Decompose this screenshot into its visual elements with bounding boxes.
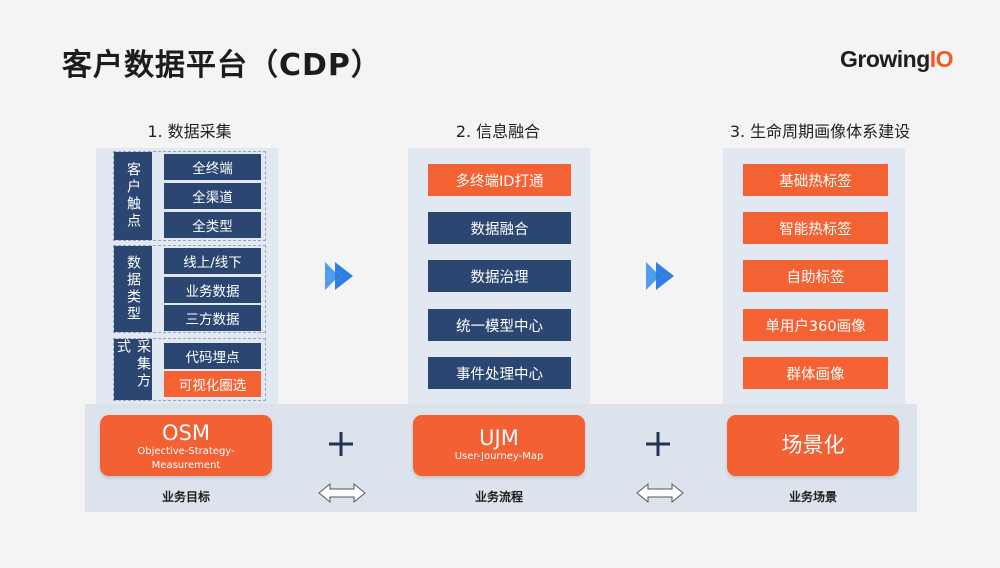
collection-item: 全类型 <box>164 212 261 238</box>
group-label: 客户触点 <box>114 152 152 240</box>
fusion-item: 数据治理 <box>428 260 571 292</box>
column-title-collection: 1. 数据采集 <box>147 122 232 141</box>
collection-item: 三方数据 <box>164 305 261 331</box>
group-label: 采集方式 <box>114 339 152 400</box>
collection-item: 线上/线下 <box>164 248 261 274</box>
scene-caption: 业务场景 <box>788 490 837 504</box>
ujm-subtitle: User-Journey-Map <box>454 451 544 462</box>
group-data-types: 数据类型 线上/线下 业务数据 三方数据 <box>113 245 266 333</box>
double-arrow-icon <box>318 482 366 504</box>
osm-subtitle-line1: Objective-Strategy- <box>137 446 235 457</box>
column-title-portrait: 3. 生命周期画像体系建设 <box>729 122 911 141</box>
double-chevron-right-icon <box>325 262 353 290</box>
portrait-item: 群体画像 <box>743 357 888 389</box>
logo-text: Growing <box>840 46 930 72</box>
collection-item: 代码埋点 <box>164 343 261 369</box>
osm-box: OSM Objective-Strategy- Measurement <box>100 415 272 476</box>
osm-caption: 业务目标 <box>161 490 210 504</box>
fusion-item: 数据融合 <box>428 212 571 244</box>
portrait-item: 单用户360画像 <box>743 309 888 341</box>
portrait-item: 基础热标签 <box>743 164 888 196</box>
page-title: 客户数据平台（CDP） <box>62 48 382 83</box>
plus-icon <box>646 432 670 456</box>
growingio-logo: GrowingIO <box>840 46 954 73</box>
group-label: 数据类型 <box>114 246 152 332</box>
collection-item-highlight: 可视化圈选 <box>164 371 261 397</box>
osm-subtitle-line2: Measurement <box>151 460 221 471</box>
fusion-item: 多终端ID打通 <box>428 164 571 196</box>
group-customer-touchpoints: 客户触点 全终端 全渠道 全类型 <box>113 151 266 241</box>
column-title-fusion: 2. 信息融合 <box>455 122 541 141</box>
ujm-box: UJM User-Journey-Map <box>413 415 585 476</box>
double-chevron-right-icon <box>646 262 674 290</box>
osm-title: OSM <box>162 421 210 445</box>
double-arrow-icon <box>636 482 684 504</box>
scene-title: 场景化 <box>781 433 845 457</box>
portrait-item: 自助标签 <box>743 260 888 292</box>
collection-item: 全终端 <box>164 154 261 180</box>
plus-icon <box>329 432 353 456</box>
ujm-caption: 业务流程 <box>474 490 523 504</box>
ujm-title: UJM <box>479 426 519 450</box>
collection-item: 业务数据 <box>164 277 261 303</box>
fusion-item: 事件处理中心 <box>428 357 571 389</box>
portrait-item: 智能热标签 <box>743 212 888 244</box>
collection-item: 全渠道 <box>164 183 261 209</box>
group-collection-methods: 采集方式 代码埋点 可视化圈选 <box>113 338 266 401</box>
logo-accent-text: IO <box>929 46 954 72</box>
fusion-item: 统一模型中心 <box>428 309 571 341</box>
scene-box: 场景化 <box>727 415 899 476</box>
